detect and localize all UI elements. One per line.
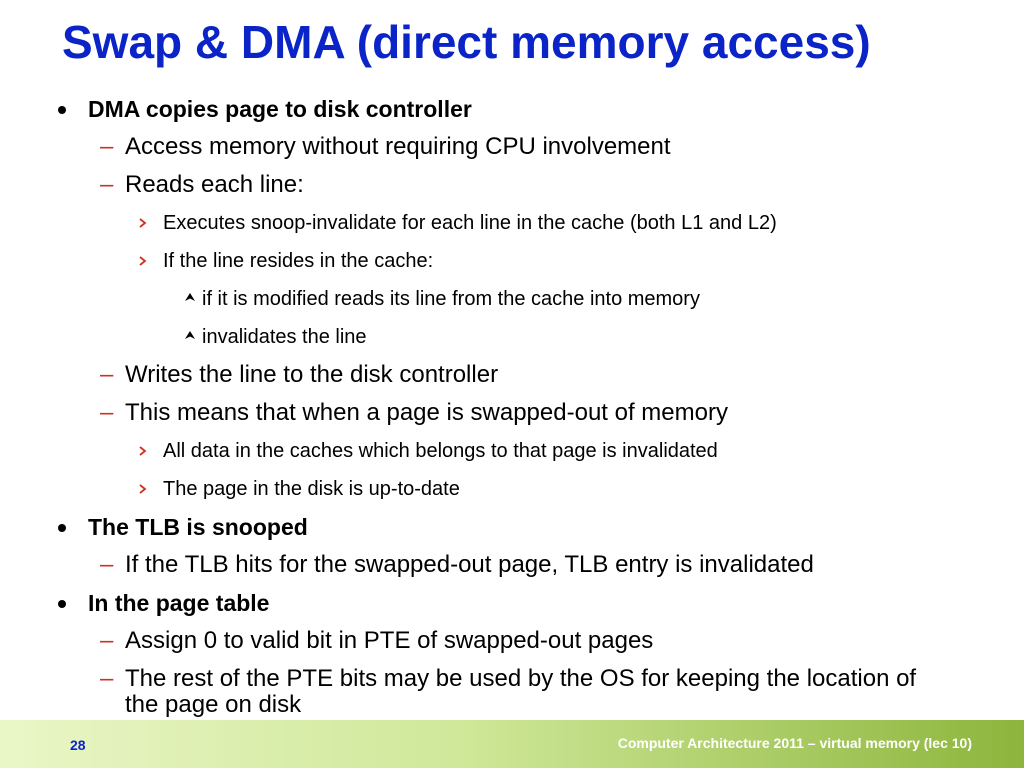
bullet-text: invalidates the line xyxy=(202,326,367,348)
dash-marker: – xyxy=(100,361,114,388)
dash-marker: – xyxy=(100,665,114,692)
bullet-text: If the line resides in the cache: xyxy=(163,250,434,272)
bullet-text: Executes snoop-invalidate for each line … xyxy=(163,212,777,234)
bullet-level1: In the page table xyxy=(0,584,1024,622)
bullet-text: DMA copies page to disk controller xyxy=(88,96,472,122)
slide-footer: 28 Computer Architecture 2011 – virtual … xyxy=(0,720,1024,768)
bullet-text: The rest of the PTE bits may be used by … xyxy=(125,665,917,718)
bullet-level3: All data in the caches which belongs to … xyxy=(0,432,1024,470)
dash-marker: – xyxy=(100,399,114,426)
bullet-text: This means that when a page is swapped-o… xyxy=(125,399,728,426)
bullet-level2: – Assign 0 to valid bit in PTE of swappe… xyxy=(0,622,1024,660)
arrow-right-icon xyxy=(139,218,147,228)
caret-up-icon xyxy=(185,293,195,301)
bullet-level2: – Reads each line: xyxy=(0,166,1024,204)
arrow-right-icon xyxy=(139,484,147,494)
bullet-level1: The TLB is snooped xyxy=(0,508,1024,546)
bullet-level4: if it is modified reads its line from th… xyxy=(0,280,1024,318)
bullet-level3: The page in the disk is up-to-date xyxy=(0,470,1024,508)
bullet-text: Access memory without requiring CPU invo… xyxy=(125,133,671,160)
bullet-level3: Executes snoop-invalidate for each line … xyxy=(0,204,1024,242)
bullet-text: if it is modified reads its line from th… xyxy=(202,288,700,310)
bullet-text: Assign 0 to valid bit in PTE of swapped-… xyxy=(125,627,654,654)
bullet-level1: DMA copies page to disk controller xyxy=(0,90,1024,128)
slide-content: DMA copies page to disk controller – Acc… xyxy=(0,90,1024,720)
dash-marker: – xyxy=(100,133,114,160)
bullet-text: Writes the line to the disk controller xyxy=(125,361,499,388)
dash-marker: – xyxy=(100,551,114,578)
bullet-text: The page in the disk is up-to-date xyxy=(163,478,460,500)
dash-marker: – xyxy=(100,171,114,198)
bullet-dot-icon xyxy=(58,524,66,532)
bullet-text: In the page table xyxy=(88,590,270,616)
bullet-dot-icon xyxy=(58,600,66,608)
footer-text: Computer Architecture 2011 – virtual mem… xyxy=(617,735,972,751)
bullet-level2: – Access memory without requiring CPU in… xyxy=(0,128,1024,166)
arrow-right-icon xyxy=(139,256,147,266)
bullet-text: Reads each line: xyxy=(125,171,304,198)
slide-title: Swap & DMA (direct memory access) xyxy=(62,16,871,68)
bullet-level2: – Writes the line to the disk controller xyxy=(0,356,1024,394)
bullet-level4: invalidates the line xyxy=(0,318,1024,356)
caret-up-icon xyxy=(185,331,195,339)
bullet-text: The TLB is snooped xyxy=(88,514,308,540)
bullet-level3: If the line resides in the cache: xyxy=(0,242,1024,280)
bullet-level2: – The rest of the PTE bits may be used b… xyxy=(0,660,1024,720)
bullet-text: If the TLB hits for the swapped-out page… xyxy=(125,551,814,578)
bullet-dot-icon xyxy=(58,106,66,114)
page-number: 28 xyxy=(70,737,86,753)
bullet-level2: – This means that when a page is swapped… xyxy=(0,394,1024,432)
dash-marker: – xyxy=(100,627,114,654)
bullet-level2: – If the TLB hits for the swapped-out pa… xyxy=(0,546,1024,584)
arrow-right-icon xyxy=(139,446,147,456)
bullet-text: All data in the caches which belongs to … xyxy=(163,440,718,462)
